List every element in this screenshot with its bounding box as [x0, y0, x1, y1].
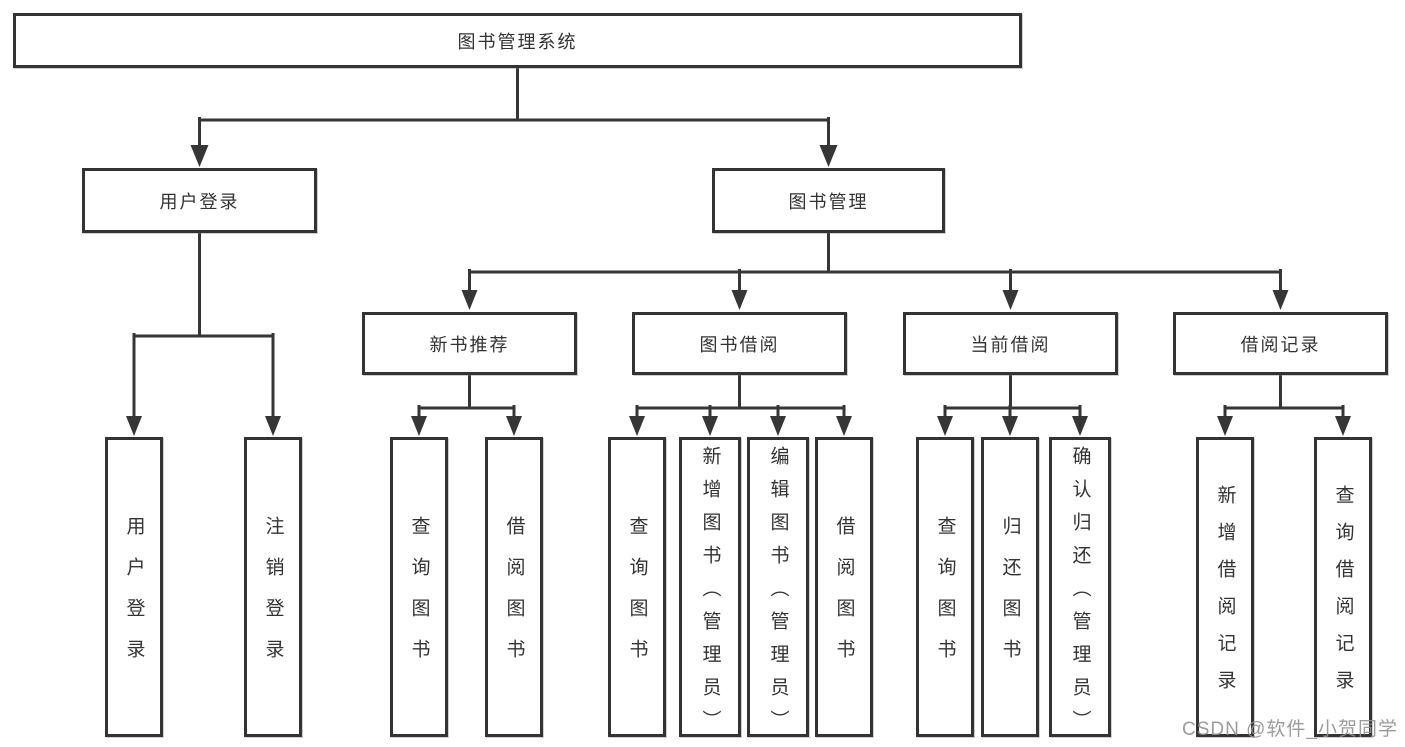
node-leaf-borrow-books-1: 借阅图书 — [485, 437, 543, 737]
node-leaf-borrow-books-1-label: 借阅图书 — [503, 516, 525, 680]
arrowhead-icon — [819, 145, 838, 167]
arrowhead-icon — [702, 416, 718, 436]
arrowhead-icon — [1335, 416, 1351, 436]
node-user-login: 用户登录 — [82, 168, 317, 233]
arrowhead-icons — [126, 145, 1351, 436]
node-book-management: 图书管理 — [712, 168, 945, 233]
arrowhead-icon — [506, 416, 522, 436]
arrowhead-icon — [836, 416, 852, 436]
arrowhead-icon — [1072, 416, 1088, 436]
node-leaf-edit-books-admin: 编辑图书（管理员） — [747, 437, 809, 743]
node-book-borrowing: 图书借阅 — [632, 312, 847, 375]
node-leaf-user-login: 用户登录 — [105, 437, 163, 737]
node-user-login-label: 用户登录 — [159, 191, 240, 212]
node-leaf-query-books-3-label: 查询图书 — [934, 516, 956, 680]
node-leaf-query-books-1-label: 查询图书 — [408, 516, 430, 680]
arrowhead-icon — [731, 290, 748, 310]
node-leaf-logout: 注销登录 — [244, 437, 302, 737]
node-leaf-return-books-label: 归还图书 — [999, 516, 1021, 680]
node-leaf-query-books-2-label: 查询图书 — [626, 516, 648, 680]
node-leaf-query-books-1: 查询图书 — [390, 437, 448, 737]
node-book-management-label: 图书管理 — [788, 191, 869, 212]
node-leaf-logout-label: 注销登录 — [262, 516, 284, 680]
node-leaf-query-borrow-record: 查询借阅记录 — [1314, 437, 1372, 737]
node-leaf-query-books-3: 查询图书 — [916, 437, 974, 737]
node-borrowing-records-label: 借阅记录 — [1240, 334, 1321, 355]
node-leaf-user-login-label: 用户登录 — [123, 516, 145, 680]
node-root: 图书管理系统 — [13, 13, 1022, 68]
node-leaf-edit-books-admin-label: 编辑图书（管理员） — [767, 445, 789, 743]
node-new-book-recommend-label: 新书推荐 — [429, 334, 510, 355]
node-leaf-add-borrow-record-label: 新增借阅记录 — [1214, 485, 1236, 707]
node-leaf-query-borrow-record-label: 查询借阅记录 — [1332, 485, 1354, 707]
arrowhead-icon — [770, 416, 786, 436]
node-current-borrowing: 当前借阅 — [903, 312, 1118, 375]
node-current-borrowing-label: 当前借阅 — [970, 334, 1051, 355]
node-leaf-confirm-return-admin: 确认归还（管理员） — [1049, 437, 1111, 743]
node-book-borrowing-label: 图书借阅 — [699, 334, 780, 355]
watermark: CSDN @软件_小贺同学 — [1182, 719, 1398, 740]
node-new-book-recommend: 新书推荐 — [362, 312, 577, 375]
node-root-label: 图书管理系统 — [457, 31, 578, 52]
node-leaf-borrow-books-2-label: 借阅图书 — [833, 516, 855, 680]
arrowhead-icon — [1002, 416, 1018, 436]
node-leaf-query-books-2: 查询图书 — [608, 437, 666, 737]
arrowhead-icon — [190, 145, 209, 167]
node-leaf-return-books: 归还图书 — [981, 437, 1039, 737]
arrowhead-icon — [265, 416, 281, 436]
arrowhead-icon — [411, 416, 427, 436]
arrowhead-icon — [629, 416, 645, 436]
arrowhead-icon — [126, 416, 142, 436]
arrowhead-icon — [1272, 290, 1289, 310]
node-leaf-add-books-admin: 新增图书（管理员） — [679, 437, 741, 743]
connector-line — [132, 66, 1345, 422]
node-leaf-add-borrow-record: 新增借阅记录 — [1196, 437, 1254, 737]
arrowhead-icon — [461, 290, 478, 310]
arrowhead-icon — [1217, 416, 1233, 436]
arrowhead-icon — [937, 416, 953, 436]
node-leaf-add-books-admin-label: 新增图书（管理员） — [699, 445, 721, 743]
node-leaf-borrow-books-2: 借阅图书 — [815, 437, 873, 737]
node-borrowing-records: 借阅记录 — [1173, 312, 1388, 375]
node-leaf-confirm-return-admin-label: 确认归还（管理员） — [1069, 445, 1091, 743]
arrowhead-icon — [1002, 290, 1019, 310]
